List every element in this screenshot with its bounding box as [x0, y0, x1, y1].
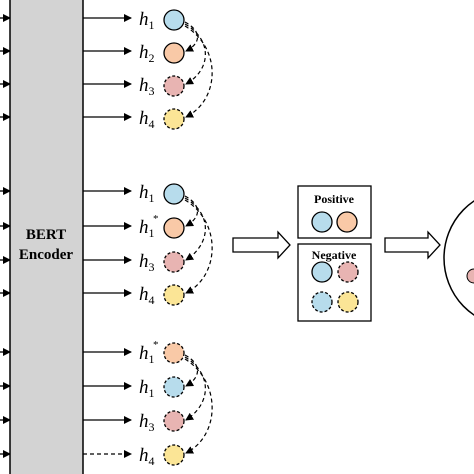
h-label: h4	[139, 284, 155, 307]
embedding-circle-blue	[311, 291, 333, 313]
embedding-circle-orange	[163, 342, 185, 364]
hollow-arrow-right	[384, 230, 441, 260]
negative-box: Negative	[297, 243, 372, 322]
h-label: h1 *	[139, 213, 159, 240]
svg-text:h1: h1	[139, 182, 155, 205]
embedding-circle-orange	[163, 217, 185, 239]
embedding-circle-yellow	[163, 444, 185, 466]
embedding-circle-blue	[163, 376, 185, 398]
embedding-circle-blue	[311, 261, 333, 283]
positive-box-title: Positive	[314, 192, 355, 206]
negative-box-frame	[297, 243, 372, 322]
h-label: h1	[139, 377, 155, 400]
h-label: h1 *	[139, 339, 159, 366]
h-label: h1	[139, 9, 155, 32]
group-3: h1 * h1 h3 h4	[139, 339, 213, 468]
svg-text:h3: h3	[139, 411, 155, 434]
embedding-circle-yellow	[163, 284, 185, 306]
embedding-circle-blue	[163, 9, 185, 31]
h-label: h3	[139, 75, 155, 98]
embedding-circle-orange	[336, 211, 358, 233]
svg-text:h1: h1	[139, 217, 155, 240]
encoder-label-line2: Encoder	[19, 247, 74, 263]
embedding-circle-pink	[163, 251, 185, 273]
h-label: h3	[139, 411, 155, 434]
svg-text:h1: h1	[139, 343, 155, 366]
svg-text:h1: h1	[139, 9, 155, 32]
embedding-circle-yellow	[163, 108, 185, 130]
embedding-space-circle	[443, 200, 474, 316]
h-superscript: *	[153, 339, 159, 351]
encoder-rect	[9, 0, 84, 474]
h-superscript: *	[153, 213, 159, 225]
positive-box-frame	[297, 185, 372, 239]
similarity-arrows	[184, 195, 213, 294]
embedding-circle-pink	[466, 268, 474, 284]
embedding-circle-blue	[163, 183, 185, 205]
embedding-circle-yellow	[337, 291, 359, 313]
embedding-space-outline	[443, 200, 474, 316]
h-label: h1	[139, 182, 155, 205]
group-2: h1 h1 * h3 h4	[139, 182, 213, 307]
h-label: h4	[139, 108, 155, 131]
h-label: h3	[139, 251, 155, 274]
embedding-circle-pink	[163, 410, 185, 432]
input-arrows	[0, 14, 11, 458]
embedding-circle-pink	[163, 75, 185, 97]
output-arrows	[83, 14, 132, 458]
svg-text:h1: h1	[139, 377, 155, 400]
svg-text:h3: h3	[139, 251, 155, 274]
h-label: h4	[139, 445, 155, 468]
group-1: h1 h2 h3 h4	[139, 9, 213, 131]
similarity-arrows	[184, 354, 213, 454]
encoder-label-line1: BERT	[26, 227, 66, 243]
svg-text:h2: h2	[139, 42, 155, 65]
bert-encoder-block: BERT Encoder	[9, 0, 84, 474]
similarity-arrows	[184, 21, 213, 118]
embedding-circle-blue	[311, 211, 333, 233]
hollow-arrow-right	[232, 230, 291, 260]
svg-text:h3: h3	[139, 75, 155, 98]
svg-text:h4: h4	[139, 108, 155, 131]
negative-box-title: Negative	[312, 248, 357, 262]
svg-text:h4: h4	[139, 445, 155, 468]
svg-text:h4: h4	[139, 284, 155, 307]
embedding-circle-pink	[337, 261, 359, 283]
positive-box: Positive	[297, 185, 372, 239]
h-label: h2	[139, 42, 155, 65]
embedding-circle-orange	[163, 42, 185, 64]
